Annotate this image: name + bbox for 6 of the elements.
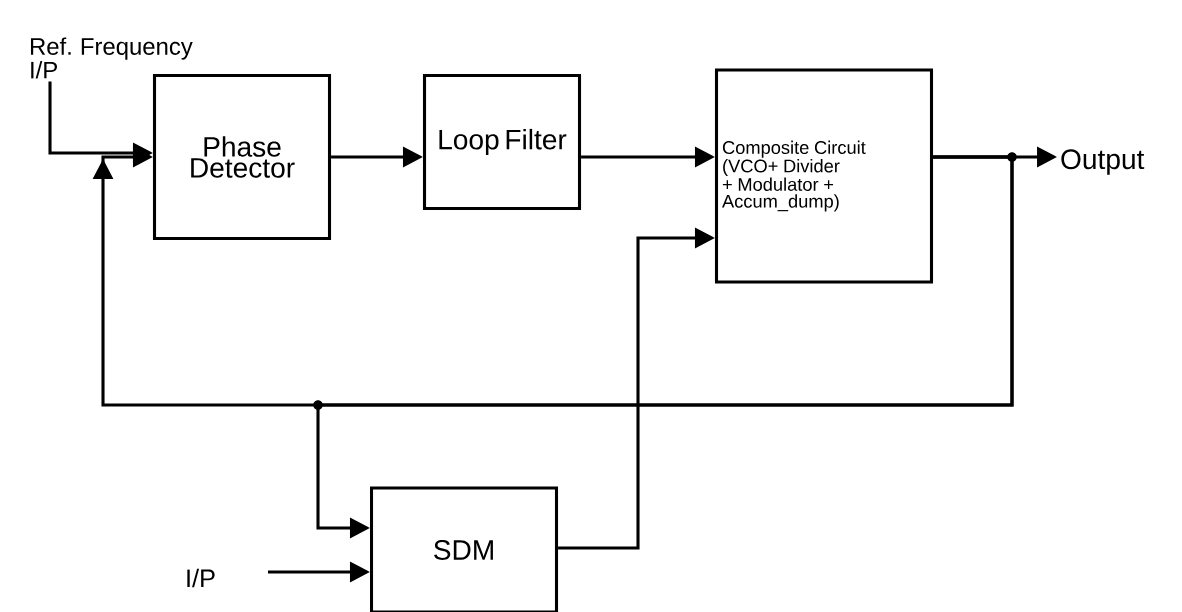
block-box: Loop Filter bbox=[422, 73, 582, 211]
block-box: Phase Detector bbox=[152, 73, 332, 241]
block-box: Composite Circuit (VCO+ Divider + Modulator + Accum_dump) bbox=[714, 68, 934, 284]
signal-label: I/P bbox=[187, 568, 215, 588]
signal-label: Output bbox=[1061, 149, 1145, 175]
block-box: SDM bbox=[369, 486, 559, 612]
